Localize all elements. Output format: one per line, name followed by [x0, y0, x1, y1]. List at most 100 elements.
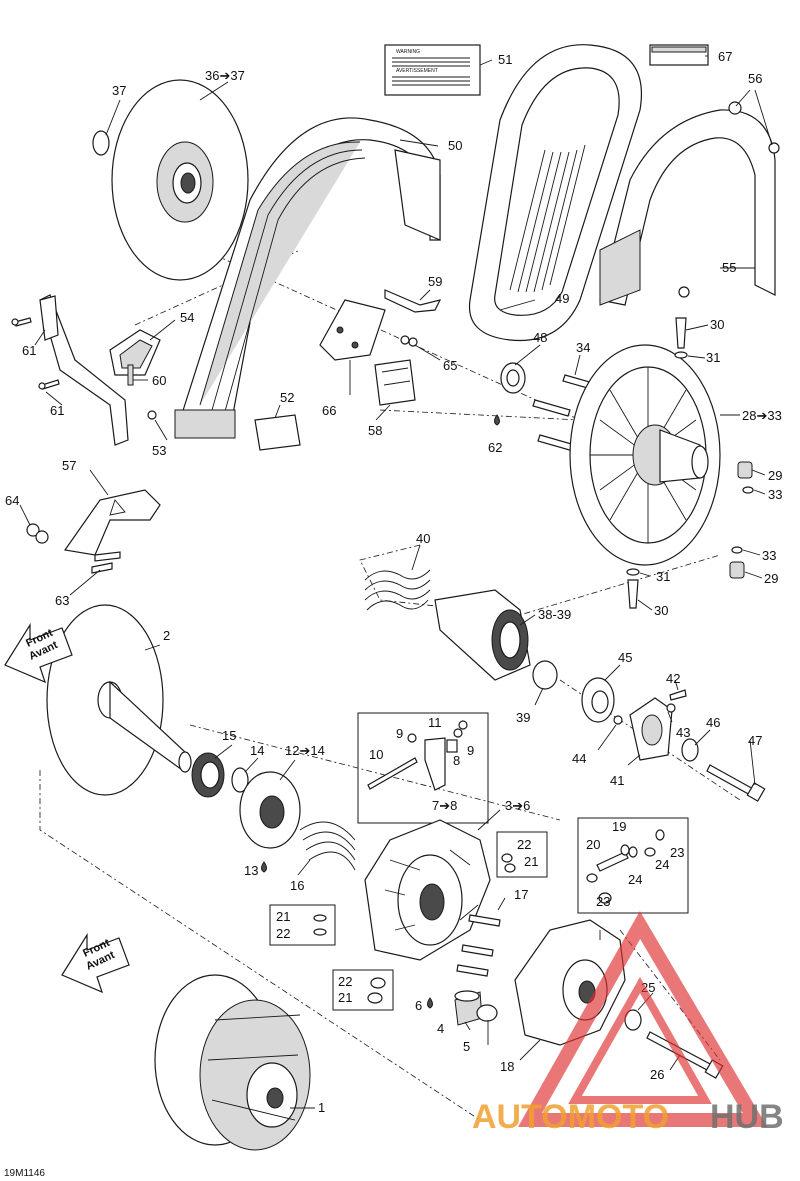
callout-58: 58 [368, 423, 382, 438]
watermark-text-automoto: AUTOMOTO [472, 1098, 669, 1136]
callout-22b: 22 [276, 926, 290, 941]
part-57-bracket [63, 489, 161, 556]
callout-3-6: 3➔6 [505, 798, 530, 813]
callout-10: 10 [369, 747, 383, 762]
part-2-fixed-sheave [46, 604, 192, 796]
callout-43: 43 [676, 725, 690, 740]
part-1-drive-pulley-assembly [154, 974, 311, 1151]
callout-66: 66 [322, 403, 336, 418]
callout-63: 63 [55, 593, 69, 608]
part-41-hub [629, 697, 673, 761]
callout-21a: 21 [524, 854, 538, 869]
callout-39: 39 [516, 710, 530, 725]
callout-5: 5 [463, 1039, 470, 1054]
part-33-nuts [731, 486, 754, 554]
part-13-oil-drop-icon [261, 861, 267, 873]
callout-31a: 31 [706, 350, 720, 365]
part-52-plate [254, 414, 301, 451]
callout-9b: 9 [467, 743, 474, 758]
callout-33b: 33 [762, 548, 776, 563]
callout-12-14: 12➔14 [285, 743, 325, 758]
callout-47: 47 [748, 733, 762, 748]
part-31-washers [626, 351, 688, 576]
callout-23b: 23 [596, 894, 610, 909]
callout-36-37: 36➔37 [205, 68, 245, 83]
part-67-label [649, 44, 709, 66]
part-51-warning-label: WARNING AVERTISSEMENT [384, 44, 481, 96]
inset-box-19-24 [577, 817, 689, 914]
part-65-screw [400, 335, 418, 347]
callout-8: 8 [453, 753, 460, 768]
callout-49: 49 [555, 291, 569, 306]
warning-label-title: WARNING [396, 49, 420, 55]
part-12-14-spring-seat [239, 771, 301, 849]
callout-17: 17 [514, 887, 528, 902]
part-66-bracket [319, 299, 386, 361]
callout-13: 13 [244, 863, 258, 878]
callout-15: 15 [222, 728, 236, 743]
callout-24a: 24 [655, 857, 669, 872]
callout-41: 41 [610, 773, 624, 788]
callout-29b: 29 [764, 571, 778, 586]
callout-48: 48 [533, 330, 547, 345]
callout-61a: 61 [22, 343, 36, 358]
callout-6: 6 [415, 998, 422, 1013]
part-48-washer [500, 362, 526, 394]
part-46-washer [681, 738, 699, 762]
callout-4: 4 [437, 1021, 444, 1036]
part-60-support-arm [39, 294, 134, 446]
part-38-39-cam [434, 589, 531, 681]
front-arrow-upper: Front Avant [4, 622, 73, 684]
callout-64: 64 [5, 493, 19, 508]
callout-9a: 9 [396, 726, 403, 741]
part-55-inner-guard [599, 101, 780, 306]
part-15-bushing [191, 752, 225, 798]
callout-54: 54 [180, 310, 194, 325]
part-36-37-cover-disc [111, 79, 249, 281]
part-28-33-drive-pulley-half [569, 344, 721, 566]
warning-label-title-fr: AVERTISSEMENT [396, 68, 438, 74]
callout-62: 62 [488, 440, 502, 455]
callout-34: 34 [576, 340, 590, 355]
part-49-drive-belt [468, 44, 642, 342]
part-50-belt-guard-arch [174, 117, 441, 439]
part-61-screws [11, 317, 60, 390]
callout-28-33: 28➔33 [742, 408, 782, 423]
part-54-bumper [109, 329, 161, 376]
callout-46: 46 [706, 715, 720, 730]
callout-31b: 31 [656, 569, 670, 584]
callout-1: 1 [318, 1100, 325, 1115]
callout-53: 53 [152, 443, 166, 458]
callout-55: 55 [722, 260, 736, 275]
callout-52: 52 [280, 390, 294, 405]
part-59-pin [384, 289, 442, 313]
callout-26: 26 [650, 1067, 664, 1082]
part-14-circlip [231, 767, 249, 793]
part-3-6-movable-sheave [364, 819, 491, 961]
callout-50: 50 [448, 138, 462, 153]
callout-labels: 37 36➔37 50 51 67 56 55 54 60 61 61 57 6… [5, 49, 782, 1115]
part-5-circlip [476, 1004, 498, 1022]
part-58-clip [374, 359, 416, 406]
automotohub-watermark [518, 910, 768, 1127]
callout-42: 42 [666, 671, 680, 686]
callout-22c: 22 [338, 974, 352, 989]
callout-19: 19 [612, 819, 626, 834]
callout-38-39: 38-39 [538, 607, 571, 622]
callout-67: 67 [718, 49, 732, 64]
part-39-circlip [532, 660, 558, 690]
callout-40: 40 [416, 531, 430, 546]
part-44-screw [613, 715, 623, 725]
callout-22a: 22 [517, 837, 531, 852]
callout-59: 59 [428, 274, 442, 289]
callout-16: 16 [290, 878, 304, 893]
callout-11: 11 [428, 715, 442, 730]
part-29-spacers [729, 461, 753, 579]
part-4-bushing [454, 990, 483, 1026]
inset-box-21-22-left [269, 904, 336, 946]
callout-60: 60 [152, 373, 166, 388]
callout-33a: 33 [768, 487, 782, 502]
callout-44: 44 [572, 751, 586, 766]
callout-29a: 29 [768, 468, 782, 483]
